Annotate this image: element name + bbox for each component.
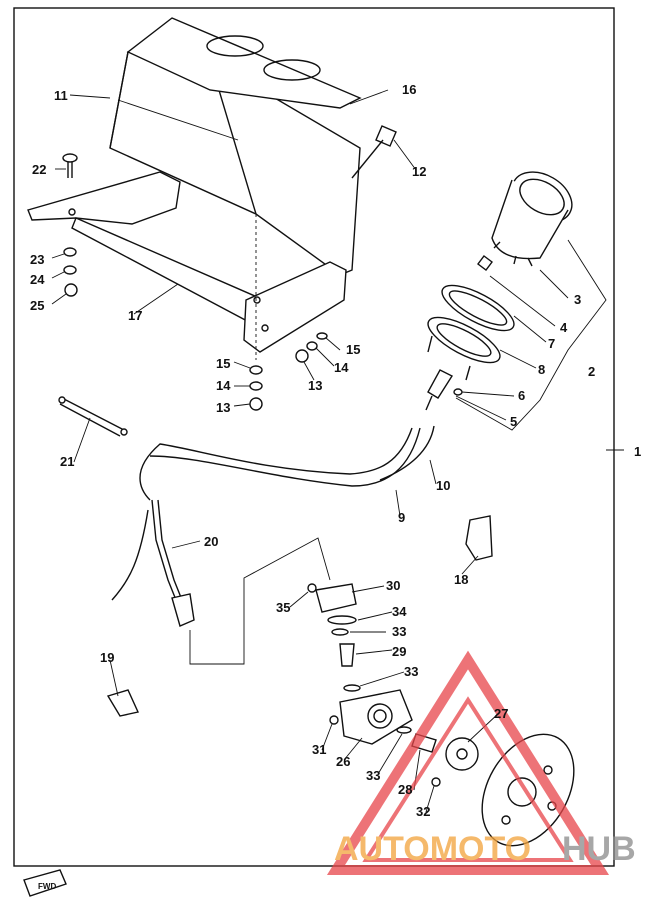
callout-26: 26	[336, 754, 350, 769]
callout-5: 5	[510, 414, 517, 429]
washer-33-a	[331, 628, 349, 636]
meter-wire-10	[379, 425, 435, 481]
callout-22: 22	[32, 162, 46, 177]
meter-case-7	[441, 284, 515, 332]
callout-25: 25	[30, 298, 44, 313]
watermark: AUTOMOTO HUB	[326, 650, 636, 875]
callout-21: 21	[60, 454, 74, 469]
callout-23: 23	[30, 252, 44, 267]
callout-13-lower: 13	[216, 400, 230, 415]
callout-labels: 1 2 3 4 5 6 7 8 9 10 11 12 13 13 14 14 1…	[30, 82, 641, 819]
clip-19	[106, 689, 139, 717]
screw-31	[329, 715, 339, 725]
drive-plate-27	[445, 737, 479, 771]
front-direction-marker: FWD	[23, 869, 67, 897]
callout-13-right: 13	[308, 378, 322, 393]
speedometer	[491, 171, 573, 267]
gasket-34	[327, 615, 357, 625]
callout-14-right: 14	[334, 360, 349, 375]
washer-33-b	[343, 684, 361, 692]
callout-20: 20	[204, 534, 218, 549]
callout-33-b: 33	[404, 664, 418, 679]
callout-35: 35	[276, 600, 290, 615]
callout-8: 8	[538, 362, 545, 377]
wheel-hub	[481, 733, 575, 847]
damper-15-lower	[249, 365, 263, 375]
callout-9: 9	[398, 510, 405, 525]
washer-14-lower	[249, 381, 263, 391]
callout-1: 1	[634, 444, 641, 459]
gear-unit-30	[315, 583, 357, 613]
bulb-6	[453, 388, 463, 396]
callout-4: 4	[560, 320, 568, 335]
visor-gasket	[126, 17, 362, 109]
front-marker-text: FWD	[38, 882, 56, 891]
callout-33-a: 33	[392, 624, 406, 639]
washer-23	[63, 247, 77, 257]
meter-bracket	[27, 171, 347, 353]
cable-guide-21	[58, 396, 128, 437]
washer-14-right	[306, 341, 318, 351]
washer-24	[63, 265, 77, 275]
callout-18: 18	[454, 572, 468, 587]
shaft-29	[339, 643, 355, 667]
nut-13-lower	[249, 397, 263, 411]
meter-case-8	[427, 316, 501, 381]
callout-29: 29	[392, 644, 406, 659]
bolt-22	[62, 153, 78, 178]
callout-11: 11	[54, 88, 68, 103]
callout-28: 28	[398, 782, 412, 797]
diagram-frame	[13, 7, 615, 867]
nut-25	[64, 283, 78, 297]
callout-7: 7	[548, 336, 555, 351]
callout-27: 27	[494, 706, 508, 721]
bulb-socket-4	[477, 255, 493, 271]
callout-19: 19	[100, 650, 114, 665]
callout-2: 2	[588, 364, 595, 379]
meter-connector	[427, 369, 454, 399]
callout-10: 10	[436, 478, 450, 493]
screw-32	[431, 777, 441, 787]
callout-16: 16	[402, 82, 416, 97]
callout-14-lower: 14	[216, 378, 231, 393]
bolt-12	[351, 125, 397, 179]
screw-35	[307, 583, 317, 593]
clamp-18	[465, 515, 493, 561]
nut-13-right	[295, 349, 309, 363]
callout-34: 34	[392, 604, 407, 619]
callout-30: 30	[386, 578, 400, 593]
callout-15-lower: 15	[216, 356, 230, 371]
speedometer-cable-20	[111, 499, 195, 627]
callout-31: 31	[312, 742, 326, 757]
meter-cable-9	[139, 427, 421, 501]
callout-12: 12	[412, 164, 426, 179]
watermark-automoto-text: AUTOMOTO	[334, 830, 531, 868]
callout-32: 32	[416, 804, 430, 819]
callout-17: 17	[128, 308, 142, 323]
washer-33-c	[396, 726, 412, 734]
callout-33-c: 33	[366, 768, 380, 783]
callout-3: 3	[574, 292, 581, 307]
gear-housing-26	[339, 689, 413, 745]
callout-6: 6	[518, 388, 525, 403]
watermark-hub-text: HUB	[562, 830, 636, 868]
leader-lines	[51, 89, 569, 813]
damper-15-right	[316, 332, 328, 340]
callout-15-right: 15	[346, 342, 360, 357]
callout-24: 24	[30, 272, 45, 287]
